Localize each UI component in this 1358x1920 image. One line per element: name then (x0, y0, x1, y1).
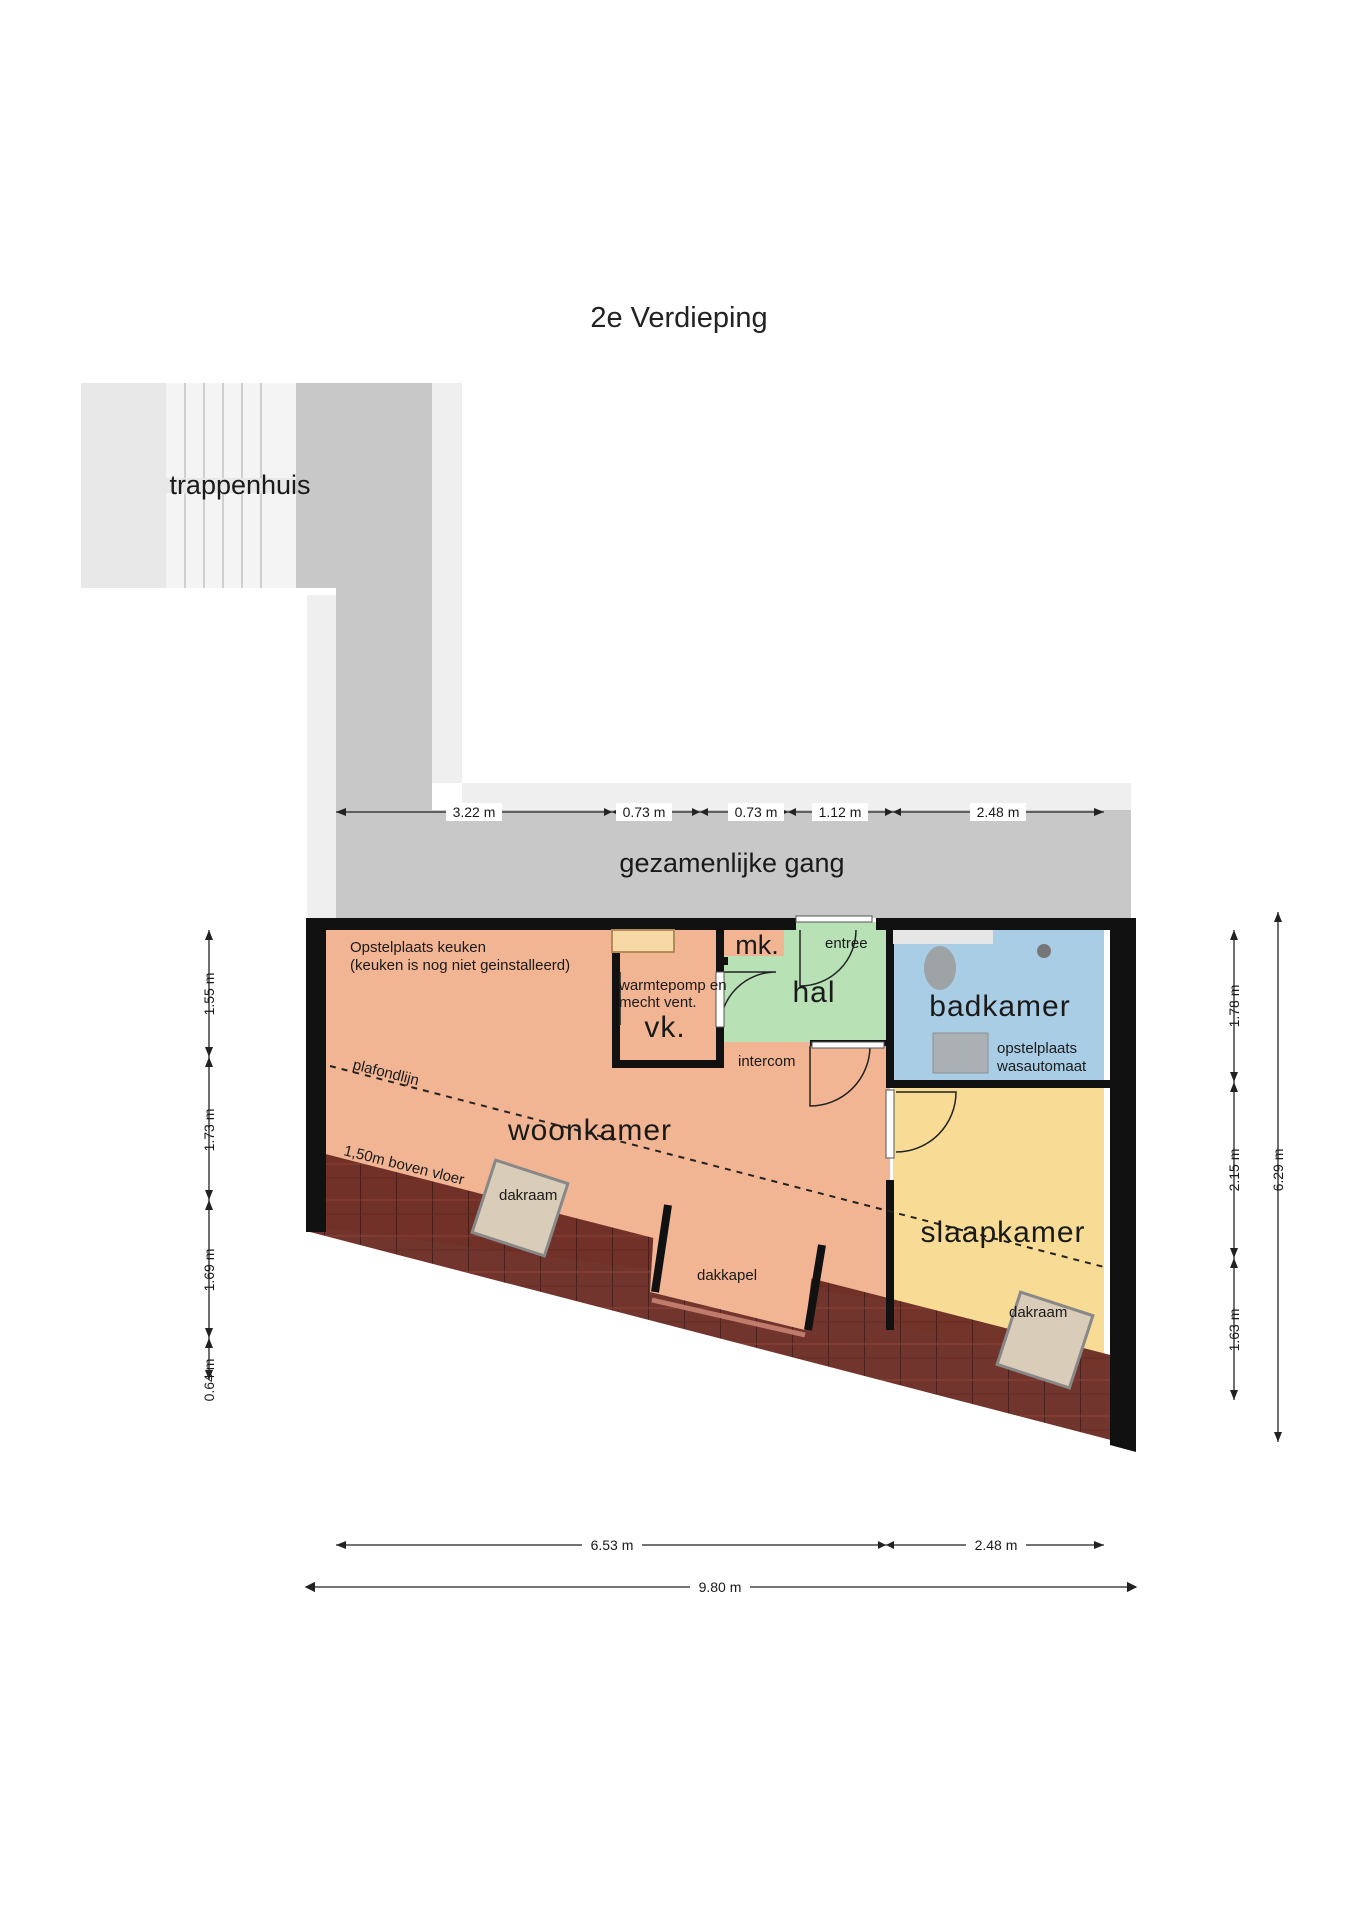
dim-top-3: 0.73 m (735, 804, 778, 820)
entrance-door (795, 915, 873, 923)
dim-bottom-total: 9.80 m (699, 1579, 742, 1595)
dim-left: 1.55 m 1.73 m 1.69 m 0.64 m (201, 973, 217, 1402)
dim-right-3: 1.63 m (1226, 1309, 1242, 1352)
label-bedroom: slaapkamer (920, 1216, 1085, 1249)
storage-door (715, 971, 725, 1028)
skylight-living (470, 1158, 570, 1258)
dim-left-1: 1.55 m (201, 973, 217, 1016)
label-meter-cupboard: mk. (735, 930, 779, 960)
dim-top-5: 2.48 m (977, 804, 1020, 820)
counter (611, 929, 675, 953)
ceiling-line (329, 1065, 1105, 1268)
dim-bottom-2: 2.48 m (975, 1537, 1018, 1553)
label-washer-1: opstelplaats (997, 1040, 1077, 1057)
label-skylight-1: dakraam (499, 1187, 557, 1204)
dormer (650, 1204, 826, 1338)
bedroom-area (893, 1088, 1104, 1370)
bathroom-counter (893, 930, 993, 944)
label-kitchen-2: (keuken is nog niet geinstalleerd) (350, 957, 570, 974)
label-heatpump-2: mecht vent. (619, 994, 697, 1011)
label-washer-2: wasautomaat (996, 1058, 1087, 1075)
dim-top-4: 1.12 m (819, 804, 862, 820)
corridor (296, 383, 1131, 918)
washer-spot (932, 1032, 989, 1074)
bedroom-door (885, 1089, 895, 1159)
dim-right: 1.78 m 2.15 m 1.63 m 6.29 m (1226, 985, 1286, 1352)
dim-right-2: 2.15 m (1226, 1149, 1242, 1192)
label-skylight-2: dakraam (1009, 1304, 1067, 1321)
label-dormer: dakkapel (697, 1267, 757, 1284)
dim-bottom: 6.53 m 2.48 m 9.80 m (582, 1536, 1026, 1596)
dim-bottom-1: 6.53 m (591, 1537, 634, 1553)
label-stairwell: trappenhuis (169, 470, 310, 500)
meter-cupboard-area (724, 926, 784, 956)
label-storage: vk. (644, 1011, 685, 1044)
label-intercom: intercom (738, 1053, 796, 1070)
dim-right-1: 1.78 m (1226, 985, 1242, 1028)
dim-left-4: 0.64 m (201, 1359, 217, 1402)
label-entrance: entree (825, 935, 868, 952)
toilet-icon (924, 946, 956, 990)
label-kitchen-1: Opstelplaats keuken (350, 939, 486, 956)
floor-title: 2e Verdieping (590, 302, 768, 334)
dim-left-2: 1.73 m (201, 1109, 217, 1152)
label-bathroom: badkamer (929, 990, 1070, 1023)
label-heatpump-1: warmtepomp en (618, 977, 727, 994)
stairwell (81, 383, 296, 588)
label-corridor: gezamenlijke gang (619, 848, 844, 878)
walls (306, 918, 1136, 1452)
hall-door (811, 1041, 885, 1049)
dim-top: 3.22 m 0.73 m 0.73 m 1.12 m 2.48 m (446, 803, 1026, 821)
label-living: woonkamer (507, 1114, 672, 1147)
label-hall: hal (792, 976, 835, 1009)
shower-drain-icon (1037, 944, 1051, 958)
dim-left-3: 1.69 m (201, 1249, 217, 1292)
skylight-bedroom (995, 1290, 1095, 1390)
dim-top-2: 0.73 m (623, 804, 666, 820)
dim-right-total: 6.29 m (1270, 1149, 1286, 1192)
dim-top-1: 3.22 m (453, 804, 496, 820)
